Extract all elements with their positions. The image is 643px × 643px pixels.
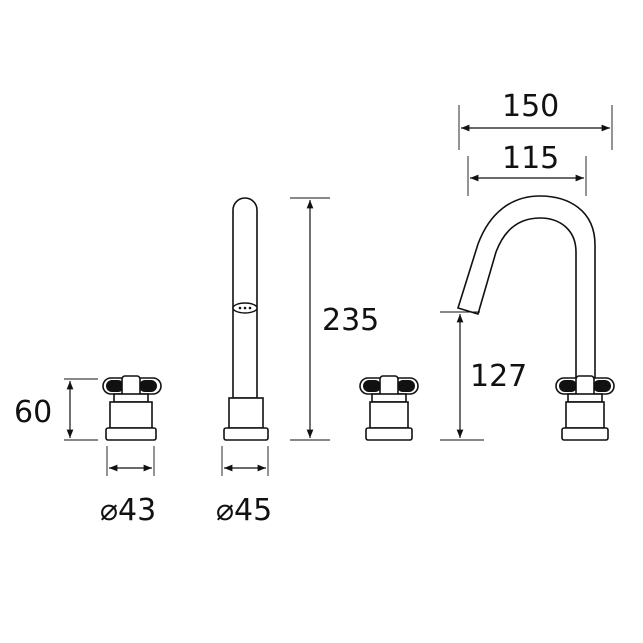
spout-diameter-label: ⌀45	[216, 493, 272, 528]
spout-reach-outer-label: 150	[502, 89, 559, 124]
spout-height-label: 127	[470, 359, 527, 394]
valve-height-label: 60	[14, 395, 52, 430]
spout	[456, 195, 596, 379]
dimension-valve-diameter: ⌀43	[100, 446, 156, 528]
spout-reach-inner-label: 115	[502, 141, 559, 176]
dimension-spout-height: 127	[440, 311, 527, 441]
dimension-spout-reach-inner: 115	[467, 141, 587, 196]
hand-shower	[223, 197, 269, 441]
dimension-valve-height: 60	[14, 378, 98, 441]
left-valve	[102, 375, 162, 441]
dimension-hand-shower-height: 235	[290, 197, 379, 441]
hand-shower-height-label: 235	[322, 303, 379, 338]
dimension-spout-reach-outer: 150	[458, 89, 613, 150]
valve-diameter-label: ⌀43	[100, 493, 156, 528]
middle-valve	[359, 375, 419, 441]
dimension-spout-diameter: ⌀45	[216, 446, 272, 528]
right-valve	[555, 375, 615, 441]
